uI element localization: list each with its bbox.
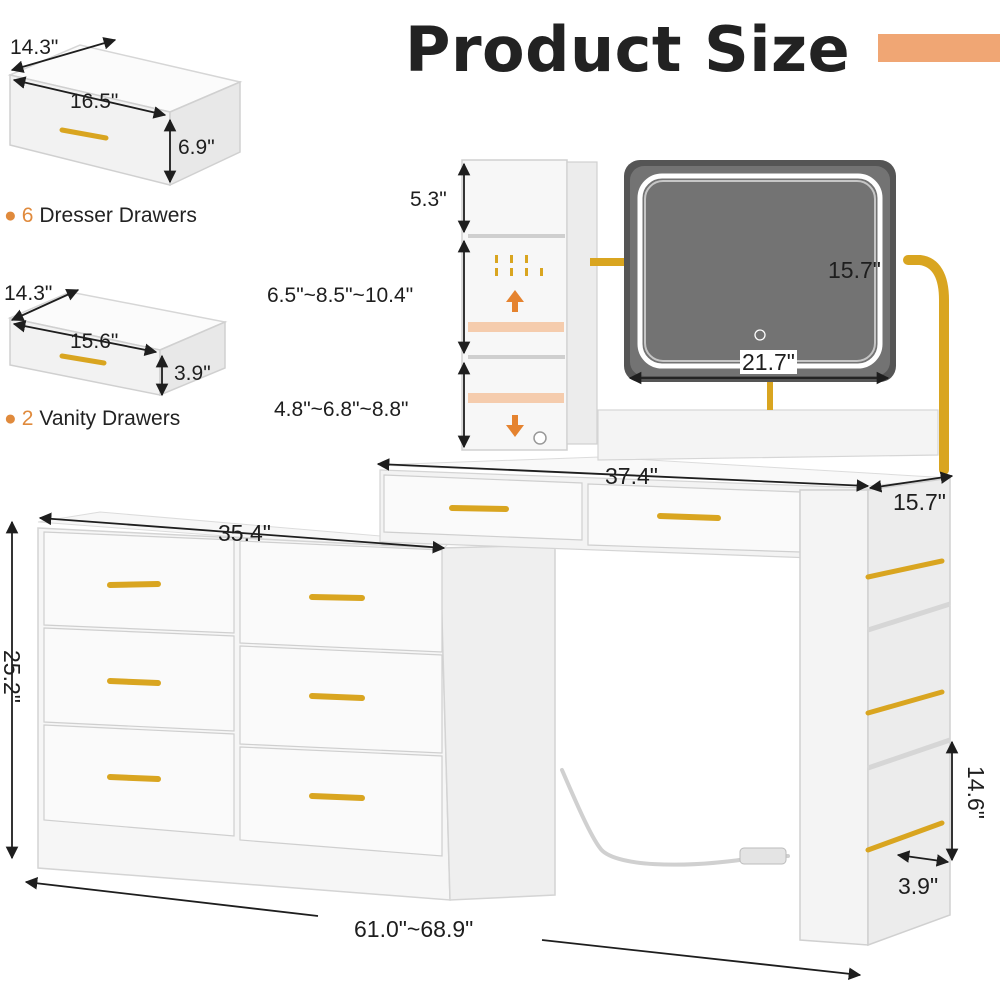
dresser-drawer-illustration [7,44,243,187]
dresser-legend-text: Dresser Drawers [39,204,197,227]
desk-depth-label: 15.7" [893,489,946,515]
dresser-cabinet [37,511,556,901]
bullet-icon: ● [4,407,17,430]
hutch-lower-height-label: 4.8"~6.8"~8.8" [274,398,409,421]
dresser-drawer-width-label: 16.5" [70,90,119,113]
power-cord [560,768,790,867]
arrow-down-icon [506,415,524,437]
mirror-height-label: 15.7" [828,257,881,283]
dresser-drawer-depth-label: 14.3" [10,36,59,59]
mirror-width-label: 21.7" [740,349,797,375]
hutch-top-height-label: 5.3" [410,188,447,211]
vanity-drawer-height-label: 3.9" [174,362,211,385]
accent-bar [878,34,1000,62]
arrow-up-icon [506,290,524,312]
vanity-drawer-width-label: 15.6" [70,330,119,353]
bullet-icon: ● [4,204,17,227]
dresser-height-label: 25.2" [0,650,25,703]
total-width-label: 61.0"~68.9" [354,916,474,942]
shelf-height-label: 14.6" [963,766,989,819]
dresser-drawer-height-label: 6.9" [178,136,215,159]
desk-back-tray [597,409,939,461]
vanity-drawer-depth-label: 14.3" [4,282,53,305]
hutch-tower [461,159,598,451]
desk-width-label: 37.4" [605,463,658,489]
dresser-count: 6 [21,204,34,227]
hutch-middle-height-label: 6.5"~8.5"~10.4" [267,284,414,307]
vanity-count: 2 [21,407,34,430]
shelf-depth-label: 3.9" [898,873,939,899]
dresser-width-label: 35.4" [218,520,271,546]
led-mirror [590,160,949,475]
page-title: Product Size [405,13,851,86]
vanity-legend-text: Vanity Drawers [39,407,181,430]
plug-icon [739,847,787,865]
